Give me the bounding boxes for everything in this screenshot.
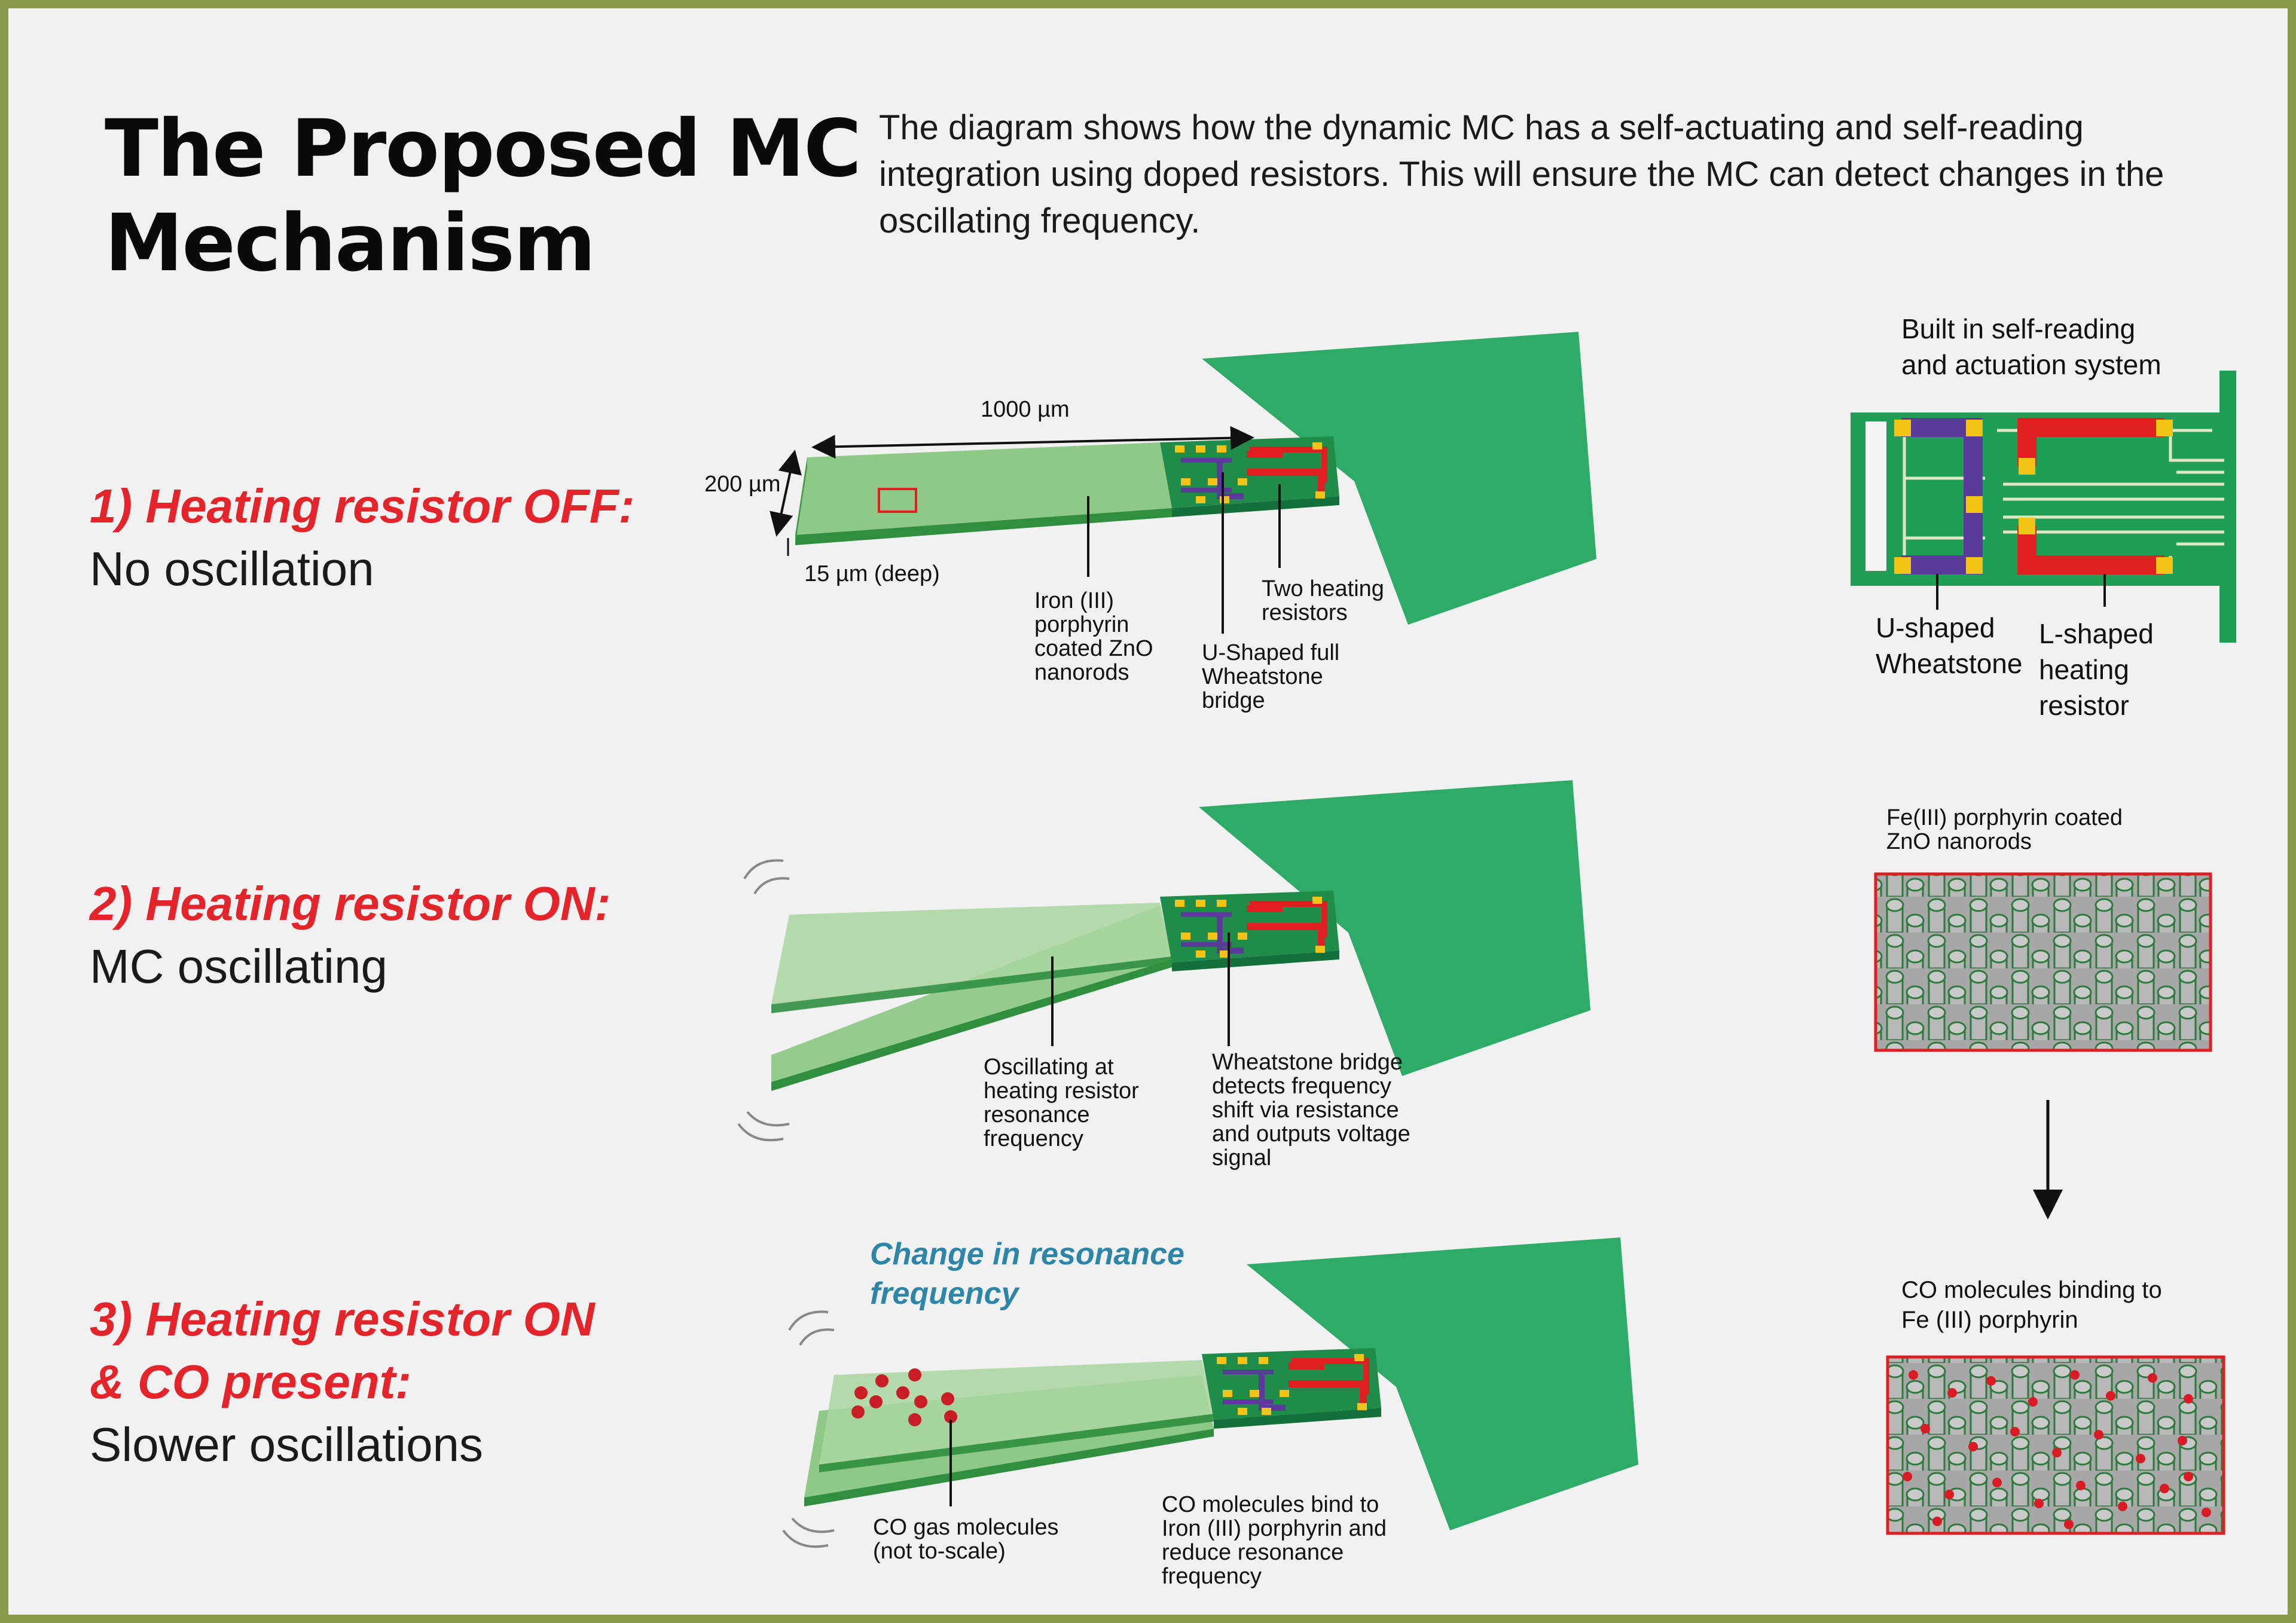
- substrate-plate-2: [1199, 780, 1590, 1076]
- change-frequency-label: Change in resonance frequency: [870, 1237, 1184, 1311]
- nanorod-panel-1: [1874, 872, 2212, 1052]
- nanorod-title-1: Fe(III) porphyrin coated ZnO nanorods: [1886, 805, 2123, 854]
- depth-label: 15 µm (deep): [804, 561, 940, 586]
- step3-device: [782, 1237, 1638, 1548]
- length-label: 1000 µm: [981, 397, 1070, 422]
- step2-device: [737, 780, 1590, 1142]
- step2-heading: 2) Heating resistor ON:: [90, 877, 611, 930]
- vibration-mark-top: [743, 859, 790, 895]
- bridge-detect-label: Wheatstone bridge detects frequency shif…: [1212, 1050, 1410, 1170]
- bridge-label: U-Shaped full Wheatstone bridge: [1202, 640, 1340, 713]
- cantilever-beam-3-upper: [819, 1360, 1214, 1465]
- substrate-plate-1: [1202, 332, 1596, 625]
- vibration-mark-3-top: [788, 1310, 835, 1346]
- step3-heading-line1: 3) Heating resistor ON: [90, 1292, 595, 1346]
- step2-subtitle: MC oscillating: [90, 940, 387, 993]
- co-bind-label: CO molecules bind to Iron (III) porphyri…: [1162, 1492, 1387, 1589]
- l-shaped-heater-top: [2017, 418, 2164, 466]
- substrate-plate-3: [1247, 1237, 1638, 1530]
- cantilever-beam-2-upper: [771, 903, 1172, 1004]
- nanorod-title-2: CO molecules binding to Fe (III) porphyr…: [1901, 1277, 2162, 1333]
- step3-subtitle: Slower oscillations: [90, 1418, 484, 1471]
- step1-heading: 1) Heating resistor OFF:: [90, 479, 635, 533]
- l-shaped-heater-bottom: [2017, 526, 2164, 574]
- step3-heading-line2: & CO present:: [90, 1355, 411, 1408]
- length-arrow: [811, 426, 1254, 459]
- vibration-mark-bottom: [737, 1111, 790, 1142]
- heaters-label: Two heating resistors: [1262, 576, 1384, 625]
- width-label: 200 µm: [704, 472, 781, 497]
- u-shaped-label: U-shaped Wheatstone: [1876, 612, 2023, 679]
- co-gas-label: CO gas molecules (not to-scale): [873, 1515, 1059, 1564]
- intro-paragraph: The diagram shows how the dynamic MC has…: [879, 108, 2164, 240]
- title-line-2: Mechanism: [105, 197, 596, 289]
- step1-device: [770, 332, 1596, 634]
- vibration-mark-3-bottom: [782, 1517, 835, 1548]
- coating-label: Iron (III) porphyrin coated ZnO nanorods: [1034, 588, 1153, 685]
- l-shaped-label: L-shaped heating resistor: [2039, 618, 2154, 721]
- width-arrow: [770, 450, 802, 537]
- nanorod-panel-2: [1886, 1355, 2225, 1535]
- page-title: The Proposed MC Mechanism: [105, 102, 862, 291]
- self-reading-system-inset: [1851, 371, 2236, 643]
- inset-title: Built in self-reading and actuation syst…: [1901, 313, 2161, 380]
- step1-subtitle: No oscillation: [90, 542, 374, 595]
- co-gas-molecules: [851, 1368, 957, 1426]
- oscillating-label: Oscillating at heating resistor resonanc…: [984, 1055, 1139, 1151]
- title-line-1: The Proposed MC: [105, 103, 862, 195]
- sensing-area-marker: [878, 488, 917, 513]
